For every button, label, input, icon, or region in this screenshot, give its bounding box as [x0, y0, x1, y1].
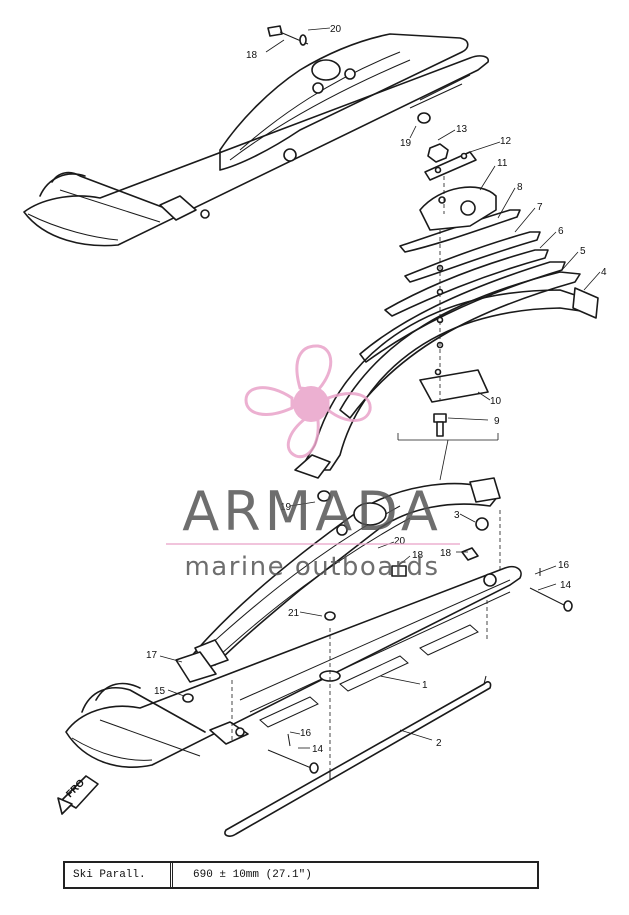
nut — [427, 143, 449, 163]
callout-2: 2 — [436, 738, 442, 749]
watermark-brand: ARMADA — [182, 480, 442, 543]
front-direction-marker: FRO — [57, 775, 99, 815]
callout-19b: 19 — [280, 502, 292, 513]
propeller-logo-icon — [244, 344, 372, 459]
callout-4: 4 — [601, 267, 607, 278]
wear-plate — [419, 369, 489, 403]
lower-ski-assembly — [65, 565, 522, 768]
callout-13: 13 — [456, 124, 468, 135]
callout-8: 8 — [517, 182, 523, 193]
upper-ski-assembly — [23, 33, 490, 247]
runner-bar — [224, 675, 492, 837]
bolt — [433, 413, 447, 437]
callout-14b: 14 — [312, 744, 324, 755]
top-nut — [417, 112, 431, 124]
leader-lines — [159, 27, 601, 749]
callout-14a: 14 — [560, 580, 572, 591]
callout-15: 15 — [154, 686, 166, 697]
group-bracket — [397, 433, 499, 441]
bracket-plate — [424, 151, 477, 181]
spec-label: Ski Parall. — [65, 863, 173, 887]
leaf-spring-stack — [294, 209, 599, 479]
ski-spindle-mount — [175, 477, 501, 683]
callout-1: 1 — [422, 680, 428, 691]
callout-17: 17 — [146, 650, 158, 661]
callout-7: 7 — [537, 202, 543, 213]
callout-3: 3 — [454, 510, 460, 521]
watermark-tagline: marine outboards — [184, 552, 439, 582]
callout-20b: 20 — [394, 536, 406, 547]
callout-21: 21 — [288, 608, 300, 619]
callout-12: 12 — [500, 136, 512, 147]
spring-retainer — [419, 186, 497, 231]
specification-table: Ski Parall. 690 ± 10mm (27.1") — [63, 861, 539, 889]
callout-10: 10 — [490, 396, 502, 407]
armada-watermark: ARMADA marine outboards — [166, 344, 460, 582]
callout-18c: 18 — [440, 548, 452, 559]
callout-5: 5 — [580, 246, 586, 257]
top-bolt — [267, 25, 309, 46]
callout-18a: 18 — [246, 50, 258, 61]
callout-16b: 16 — [300, 728, 312, 739]
spec-value: 690 ± 10mm (27.1") — [193, 869, 312, 881]
callout-20a: 20 — [330, 24, 342, 35]
lower-hardware — [182, 490, 573, 774]
callout-labels: 18 20 19 13 12 11 8 7 6 5 4 10 9 19 3 20… — [146, 24, 607, 755]
callout-16a: 16 — [558, 560, 570, 571]
callout-19a: 19 — [400, 138, 412, 149]
callout-9: 9 — [494, 416, 500, 427]
callout-6: 6 — [558, 226, 564, 237]
callout-11: 11 — [497, 158, 508, 169]
callout-18b: 18 — [412, 550, 424, 561]
